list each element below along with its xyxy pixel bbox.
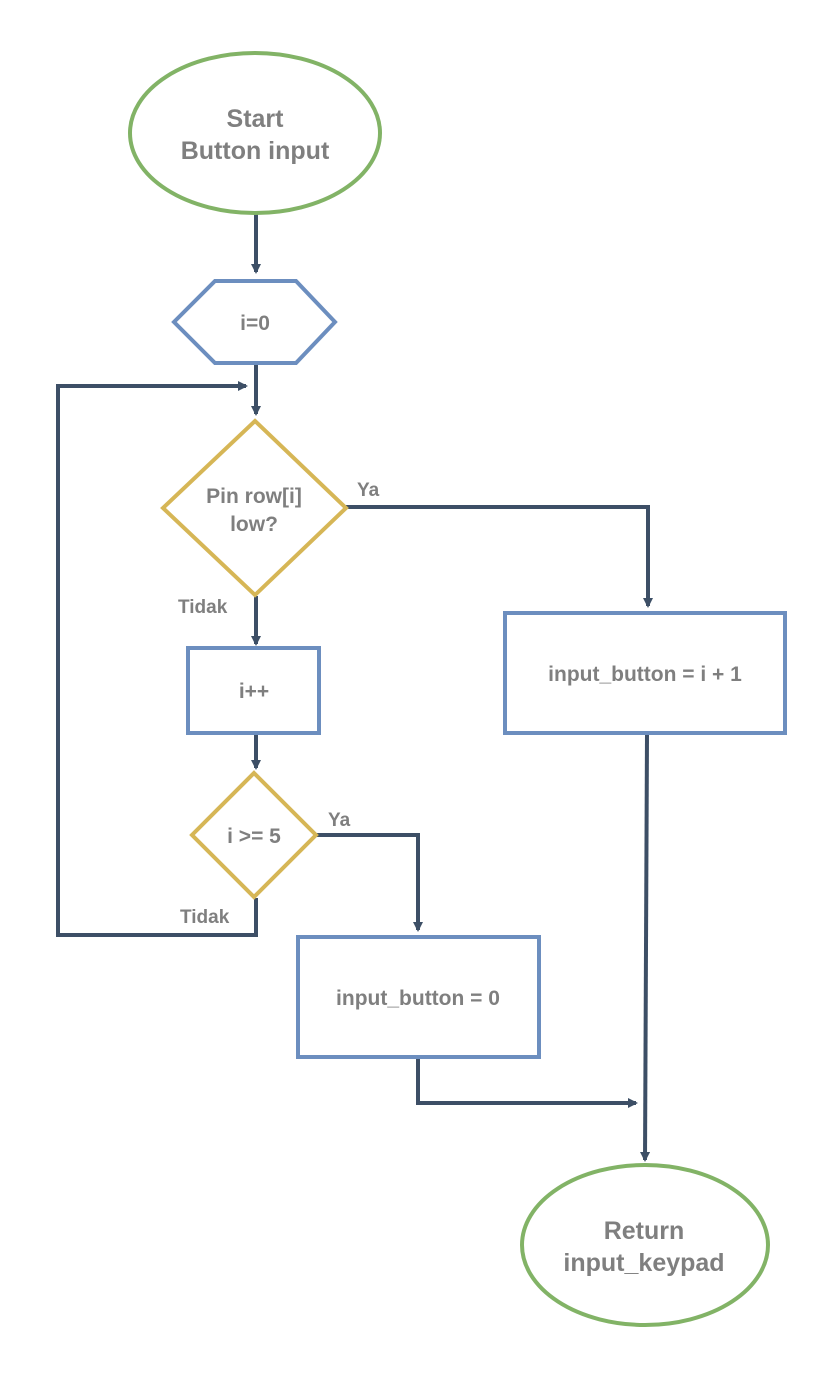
return-label-line1: Return	[604, 1217, 685, 1245]
check-row-decision-shape	[160, 418, 349, 598]
set-found-label: input_button = i + 1	[548, 663, 742, 686]
check-limit-decision-shape	[189, 770, 319, 900]
edge-set-found-to-return	[640, 733, 651, 1162]
set-found-process: input_button = i + 1	[503, 611, 787, 735]
edge-check-limit-yes-to-set-zero	[316, 833, 423, 932]
return-terminal-shape	[520, 1163, 770, 1327]
return-terminal: Return input_keypad	[520, 1163, 770, 1327]
init-preparation-shape	[171, 279, 338, 365]
edge-labels: Ya Tidak Ya Tidak	[178, 480, 380, 928]
set-zero-label: input_button = 0	[336, 987, 500, 1010]
check-limit-label: i >= 5	[227, 825, 281, 848]
set-zero-process: input_button = 0	[296, 935, 541, 1059]
start-label-line2: Button input	[181, 137, 330, 165]
init-preparation: i=0	[171, 279, 338, 365]
increment-process-shape	[186, 646, 321, 735]
set-zero-process-shape	[296, 935, 541, 1059]
return-label-line2: input_keypad	[563, 1249, 724, 1277]
increment-process: i++	[186, 646, 321, 735]
init-label: i=0	[240, 312, 270, 335]
edge-label-row-no: Tidak	[178, 597, 228, 618]
start-label-line1: Start	[227, 105, 285, 133]
check-row-label-line1: Pin row[i]	[206, 485, 302, 508]
edge-set-zero-to-merge	[416, 1057, 638, 1108]
edge-check-limit-no-loop-back	[56, 381, 258, 937]
edge-check-row-yes-to-set-found	[346, 505, 653, 608]
start-terminal: Start Button input	[128, 51, 382, 215]
edge-label-row-yes: Ya	[357, 480, 380, 501]
check-limit-decision: i >= 5	[189, 770, 319, 900]
edge-label-limit-yes: Ya	[328, 810, 351, 831]
set-found-process-shape	[503, 611, 787, 735]
check-row-decision: Pin row[i] low?	[160, 418, 349, 598]
edge-label-limit-no: Tidak	[180, 907, 230, 928]
check-row-label-line2: low?	[230, 513, 278, 536]
edges	[56, 212, 653, 1162]
increment-label: i++	[239, 680, 269, 703]
start-terminal-shape	[128, 51, 382, 215]
